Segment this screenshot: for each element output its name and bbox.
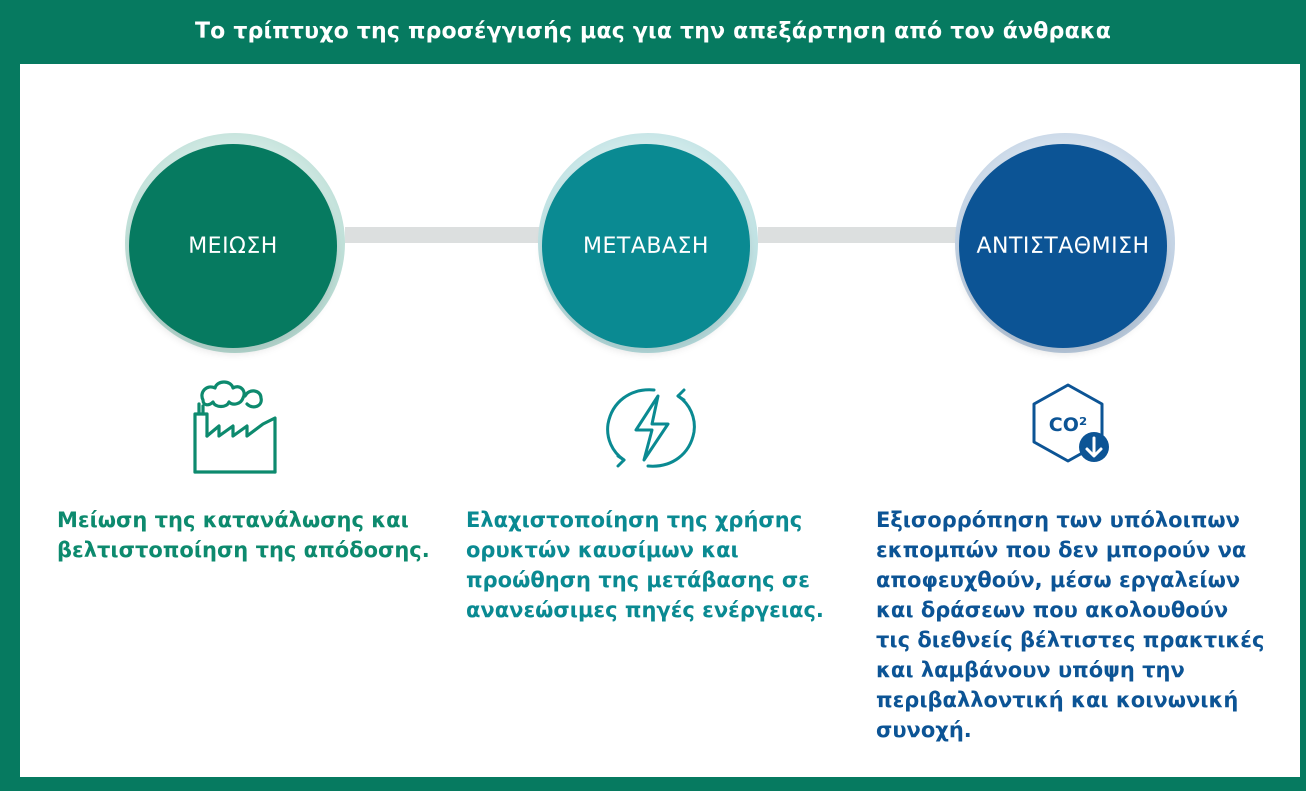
lightning-cycle-icon: [596, 380, 706, 476]
description-line: και λαμβάνουν υπόψη την: [876, 658, 1185, 682]
factory-icon: [185, 378, 281, 476]
description-line: ορυκτών καυσίμων και: [466, 538, 739, 562]
stage-circle: [129, 144, 337, 348]
stage-description-offset: Εξισορρόπηση των υπόλοιπων εκπομπών που …: [876, 505, 1264, 745]
co2-icon-text: CO²: [1049, 414, 1087, 436]
description-line: τις διεθνείς βέλτιστες πρακτικές: [876, 628, 1265, 652]
stage-transition: ΜΕΤΑΒΑΣΗ: [538, 133, 758, 359]
stage-reduction: ΜΕΙΩΣΗ: [125, 133, 345, 359]
stage-title: ΜΕΙΩΣΗ: [188, 233, 278, 259]
header-bar: Το τρίπτυχο της προσέγγισής μας για την …: [0, 0, 1306, 64]
description-line: προώθηση της μετάβασης σε: [466, 568, 810, 592]
page-title: Το τρίπτυχο της προσέγγισής μας για την …: [194, 19, 1112, 44]
stage-offset: ΑΝΤΙΣΤΑΘΜΙΣΗ: [955, 133, 1175, 359]
description-line: Ελαχιστοποίηση της χρήσης: [466, 508, 803, 532]
frame-border-right: [1300, 64, 1306, 791]
connector-reduction-transition: [345, 227, 540, 243]
description-line: περιβαλλοντική και κοινωνική: [876, 688, 1239, 712]
frame-border-left: [0, 64, 20, 791]
stage-description-reduction: Μείωση της κατανάλωσης και βελτιστοποίησ…: [57, 505, 430, 565]
description-line: Εξισορρόπηση των υπόλοιπων: [876, 508, 1240, 532]
stage-title: ΑΝΤΙΣΤΑΘΜΙΣΗ: [976, 233, 1150, 259]
description-line: αποφευχθούν, μέσω εργαλείων: [876, 568, 1241, 592]
co2-reduction-icon: CO²: [1022, 379, 1122, 475]
stage-title: ΜΕΤΑΒΑΣΗ: [583, 233, 709, 259]
connector-transition-offset: [758, 227, 958, 243]
description-line: βελτιστοποίηση της απόδοσης.: [57, 538, 430, 562]
description-line: και δράσεων που ακολουθούν: [876, 598, 1229, 622]
stage-circle: [542, 144, 750, 348]
description-line: συνοχή.: [876, 718, 972, 742]
description-line: εκπομπών που δεν μπορούν να: [876, 538, 1247, 562]
stage-description-transition: Ελαχιστοποίηση της χρήσης ορυκτών καυσίμ…: [466, 505, 824, 625]
description-line: Μείωση της κατανάλωσης και: [57, 508, 409, 532]
description-line: ανανεώσιμες πηγές ενέργειας.: [466, 598, 824, 622]
frame-border-bottom: [0, 777, 1306, 791]
stage-circle: [959, 144, 1167, 348]
